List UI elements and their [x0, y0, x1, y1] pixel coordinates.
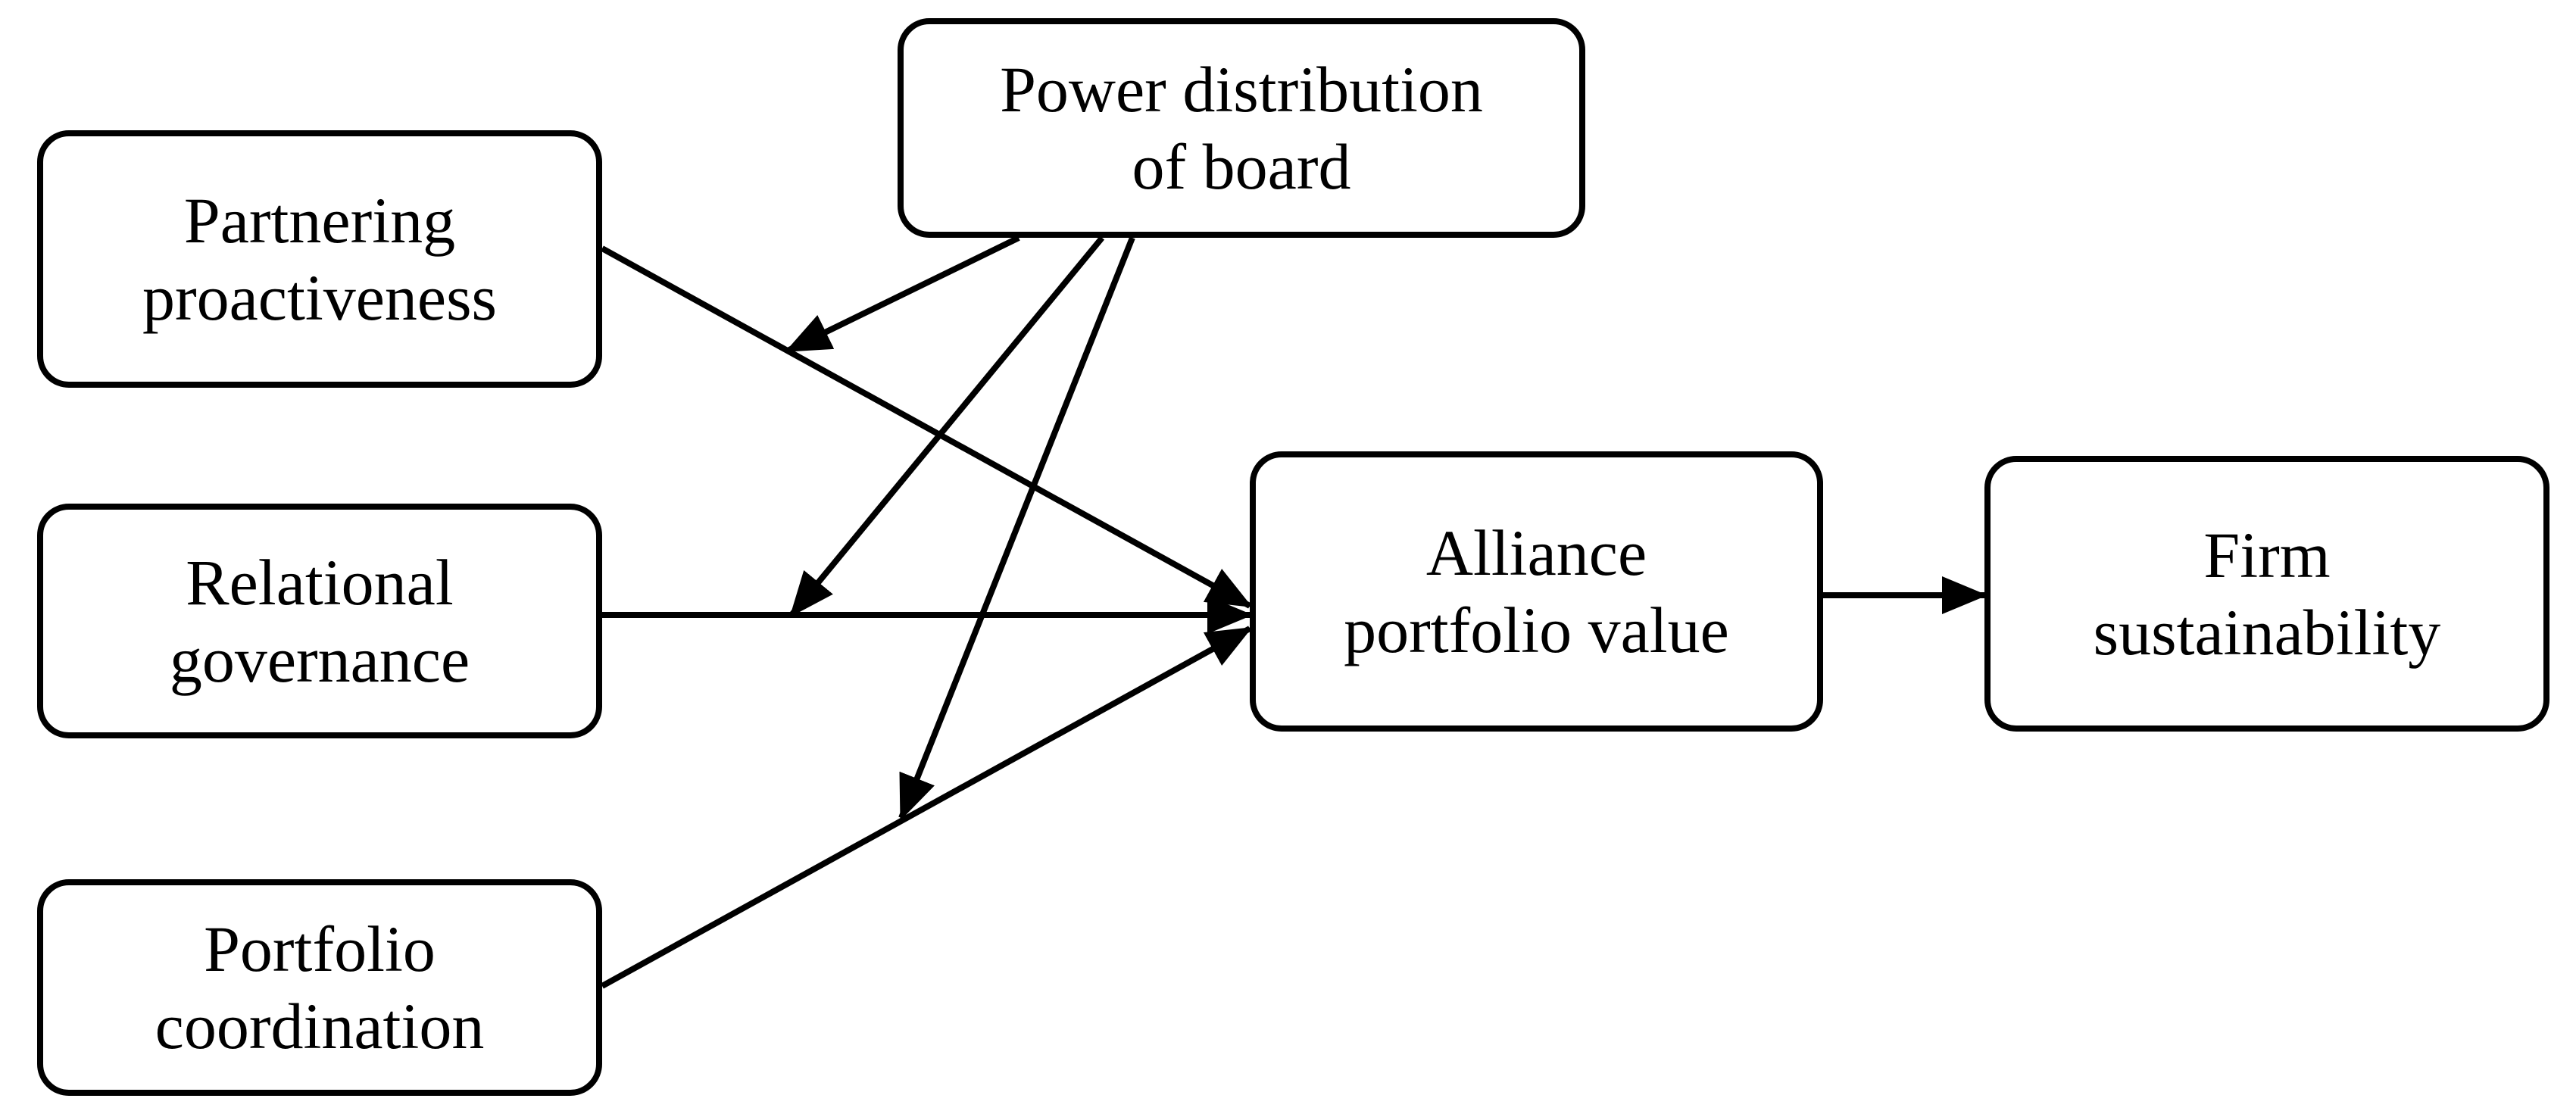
edge-power-to-relational-path — [788, 236, 1105, 618]
edge-partnering-to-alliance — [601, 245, 1253, 609]
node-firm-sustainability: Firm sustainability — [1984, 456, 2549, 732]
node-partnering-proactiveness: Partnering proactiveness — [37, 130, 602, 388]
node-label-line: coordination — [155, 990, 485, 1063]
node-label-line: Alliance — [1425, 516, 1647, 589]
node-relational-governance: Relational governance — [37, 504, 602, 738]
node-alliance-portfolio-value: Alliance portfolio value — [1250, 451, 1823, 732]
node-label-line: Portfolio — [204, 913, 436, 985]
node-portfolio-coordination: Portfolio coordination — [37, 879, 602, 1096]
node-power-distribution-of-board: Power distribution of board — [898, 18, 1585, 238]
node-label-line: Relational — [186, 546, 454, 619]
edge-portfolio-to-alliance — [601, 626, 1253, 989]
node-label-line: Partnering — [183, 184, 456, 257]
node-label-line: Firm — [2203, 519, 2331, 591]
node-label-line: governance — [169, 623, 470, 696]
node-label-line: proactiveness — [142, 261, 498, 334]
node-label-line: of board — [1132, 130, 1351, 203]
node-label-line: sustainability — [2093, 596, 2441, 669]
node-label-line: portfolio value — [1344, 594, 1729, 666]
edge-power-to-coordination-path — [898, 236, 1135, 821]
edge-power-to-partnering-path — [785, 235, 1020, 354]
node-label-line: Power distribution — [1000, 53, 1483, 126]
